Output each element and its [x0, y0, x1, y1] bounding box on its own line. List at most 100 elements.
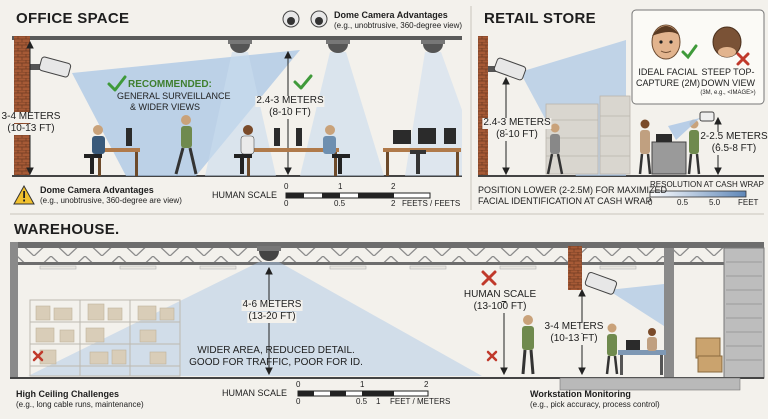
retail-wall-camera [488, 57, 527, 81]
card-ideal-line-2: CAPTURE (2M) [635, 78, 701, 88]
warehouse-right-height-ft: (10-13 FT) [549, 333, 599, 345]
warehouse-right-column [664, 248, 674, 378]
warehouse-height-m: 4-6 METERS [241, 299, 303, 311]
retail-shopper [546, 123, 564, 175]
retail-left-height-ft: (8-10 FT) [495, 129, 539, 141]
warehouse-roller-door [723, 247, 765, 379]
steep-cross-icon [736, 52, 750, 66]
warehouse-lower-beam [10, 262, 764, 265]
recommended-line-1: GENERAL SURVEILLANCE [117, 91, 231, 101]
warehouse-right-height-m: 3-4 METERS [543, 321, 605, 333]
challenges-title: High Ceiling Challenges [16, 389, 120, 399]
office-dome-camera-1 [228, 40, 252, 53]
office-panel [12, 10, 462, 205]
office-scale-label: HUMAN SCALE [212, 190, 278, 200]
warehouse-scale-top-0: 0 [296, 380, 301, 389]
resolution-tick-2: 5.0 [709, 198, 721, 207]
warehouse-height-ft: (13-20 FT) [247, 311, 297, 323]
office-title: OFFICE SPACE [16, 10, 130, 27]
office-check-icons [107, 74, 313, 92]
office-ceiling-height-m: 2.4-3 METERS [255, 95, 325, 107]
roller-door-slats [726, 261, 762, 361]
warehouse-scale-bottom-2: 1 [376, 397, 381, 406]
human-scale-cross-icon [481, 270, 497, 286]
warehouse-note-line-2: GOOD FOR TRAFFIC, POOR FOR ID. [189, 357, 363, 368]
office-scale-unit: FEETS / FEETS [402, 199, 461, 208]
workstation-title: Workstation Monitoring [530, 389, 631, 399]
retail-right-height-ft: (6.5-8 FT) [710, 143, 758, 155]
workstation [605, 323, 723, 375]
warehouse-note-line-1: WIDER AREA, REDUCED DETAIL. [197, 345, 355, 356]
warehouse-scale-top-1: 1 [360, 380, 365, 389]
office-scale-bottom-0: 0 [284, 199, 289, 208]
office-dimension-lines [26, 40, 292, 176]
warehouse-scale-bottom-0: 0 [296, 397, 301, 406]
warehouse-truss [10, 248, 764, 264]
warehouse-title: WAREHOUSE. [14, 221, 120, 238]
retail-brick-wall [478, 36, 488, 176]
warehouse-panel [10, 242, 765, 397]
office-wall-camera [30, 56, 72, 78]
retail-right-height-m: 2-2.5 METERS [699, 131, 768, 143]
office-wall-height-m: 3-4 METERS [0, 111, 62, 123]
office-brick-wall [14, 36, 30, 176]
ceiling-check-icon [293, 74, 313, 90]
retail-title: RETAIL STORE [484, 10, 596, 27]
office-walking-person [174, 115, 198, 175]
facial-capture-card [631, 9, 765, 105]
warning-icon [13, 184, 35, 205]
resolution-tick-0: 0 [648, 198, 653, 207]
floor-cross-icon [486, 350, 498, 362]
warehouse-worker [521, 315, 535, 375]
card-steep-line-1: STEEP TOP- [701, 67, 755, 77]
warehouse-scale-top-2: 2 [424, 380, 429, 389]
office-scale-top-0: 0 [284, 182, 289, 191]
top-badge-subtitle: (e.g., unobtrusive, 360-degree view) [334, 21, 463, 30]
retail-position-line-2: FACIAL IDENTIFICATION AT CASH WRAP [478, 196, 652, 206]
office-scale-top-1: 1 [338, 182, 343, 191]
warning-title: Dome Camera Advantages [40, 185, 154, 195]
office-dome-cone-1 [205, 52, 276, 176]
office-scale-bottom-2: 2 [391, 199, 396, 208]
office-dome-cone-2 [300, 52, 384, 176]
card-steep-sub: (3M, e.g., <IMAGE>) [700, 90, 756, 96]
office-scale-bar [285, 192, 431, 199]
office-dome-camera-3 [421, 40, 445, 53]
retail-panel [478, 9, 765, 198]
retail-left-height-m: 2.4-3 METERS [482, 117, 552, 129]
office-scale-top-2: 2 [391, 182, 396, 191]
office-desks [84, 125, 461, 176]
office-dome-camera-2 [326, 40, 350, 53]
warehouse-scale-label: HUMAN SCALE [222, 388, 288, 398]
top-badge-title: Dome Camera Advantages [334, 10, 448, 20]
office-wall-height-ft: (10-13 FT) [6, 123, 56, 135]
resolution-title: RESOLUTION AT CASH WRAP [650, 180, 764, 189]
warehouse-left-column [10, 242, 18, 378]
warehouse-dome-camera [257, 246, 281, 261]
resolution-unit: FEET [738, 198, 759, 207]
warehouse-roof-beam [10, 242, 764, 248]
warning-subtitle: (e.g., unobtrusive, 360-degree are view) [40, 196, 182, 205]
card-ideal-line-1: IDEAL FACIAL [638, 67, 698, 77]
ideal-check-icon [681, 44, 698, 60]
warehouse-lights [39, 265, 637, 270]
retail-cash-wrap [638, 119, 701, 175]
warehouse-racks [29, 299, 181, 377]
top-dome-icons [282, 10, 328, 28]
retail-position-line-1: POSITION LOWER (2-2.5M) FOR MAXIMIZED [478, 185, 668, 195]
office-ceiling-height-ft: (8-10 FT) [268, 107, 312, 119]
rack-cross-icon [32, 350, 44, 362]
warehouse-cross-icons [32, 270, 498, 362]
warehouse-foundation [559, 377, 741, 391]
resolution-bar [649, 190, 747, 198]
retail-low-camera [668, 111, 715, 140]
warehouse-scale-bottom-1: 0.5 [356, 397, 368, 406]
card-steep-line-2: DOWN VIEW [701, 78, 755, 88]
warehouse-human-scale-line-2: (13-100 FT) [472, 301, 528, 313]
warehouse-scale-unit: FEET / METERS [390, 397, 451, 406]
office-scale-bottom-1: 0.5 [334, 199, 346, 208]
office-dome-cone-3 [405, 52, 462, 176]
recommended-line-2: & WIDER VIEWS [130, 102, 201, 112]
